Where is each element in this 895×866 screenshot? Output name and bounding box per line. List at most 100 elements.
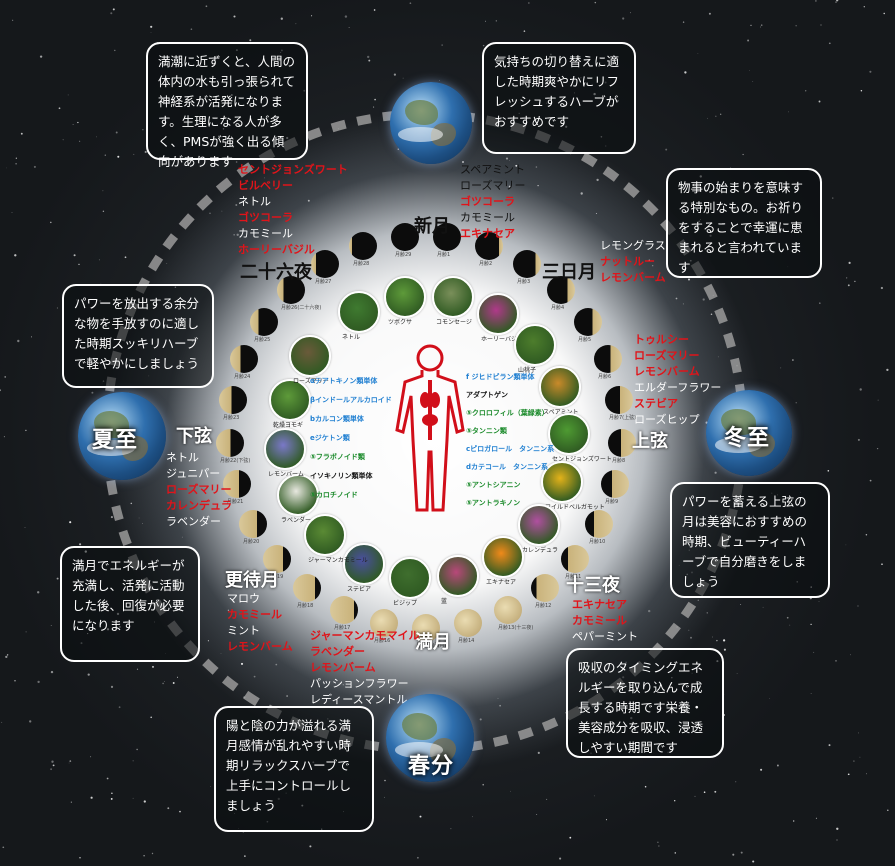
label-mikazuki: 三日月: [542, 262, 596, 283]
star: [441, 44, 443, 46]
herb-photo-label: レモンバーム: [268, 471, 304, 478]
star: [836, 0, 839, 2]
herb-list-item: ローズマリー: [634, 349, 700, 362]
star: [546, 798, 548, 800]
moon-day-label: 月齢6: [598, 374, 612, 380]
star: [172, 682, 175, 684]
star: [79, 140, 81, 142]
herb-list-item: ジャーマンカモマイル: [310, 629, 420, 642]
body-label: f ジヒドピラン類単体: [466, 373, 535, 381]
star: [594, 1, 597, 4]
star: [648, 609, 651, 613]
star: [752, 860, 755, 863]
star: [665, 148, 668, 151]
star: [110, 685, 114, 689]
star: [37, 680, 40, 684]
herb-photo: [514, 324, 556, 366]
herb-list-item: カモミール: [227, 608, 282, 621]
herb-photo-label: 蓝: [441, 598, 448, 605]
star: [417, 856, 419, 859]
earth-shunbun: [386, 694, 474, 782]
star: [264, 177, 265, 179]
moon-phase: [547, 276, 575, 304]
star: [482, 44, 485, 47]
body-label: ⑤フラボノイド類: [310, 453, 365, 461]
moon-day-label: 月齢15(満月): [416, 643, 447, 649]
moon-day-label: 月齢18: [297, 603, 314, 609]
star: [536, 814, 538, 816]
star: [847, 284, 850, 287]
star: [835, 660, 837, 662]
star: [69, 760, 72, 762]
star: [25, 631, 27, 633]
herb-photo: [437, 555, 479, 597]
star: [715, 115, 717, 117]
star: [820, 24, 822, 26]
star: [742, 153, 744, 156]
herb-list-item: トゥルシー: [634, 333, 689, 346]
star: [880, 286, 884, 290]
star: [810, 623, 812, 626]
star: [648, 259, 650, 261]
star: [857, 732, 859, 734]
star: [859, 388, 862, 391]
moon-phase: [250, 308, 278, 336]
body-label: ⑤クロロフィル（葉緑素）: [466, 409, 549, 417]
star: [749, 70, 750, 71]
star: [90, 796, 93, 799]
star: [150, 716, 153, 719]
star: [11, 212, 13, 213]
label-shingetsu: 新月: [414, 216, 450, 237]
star: [886, 368, 889, 372]
star: [52, 764, 55, 767]
star: [132, 760, 134, 762]
star: [73, 254, 76, 257]
star: [118, 706, 121, 709]
herb-list-item: エルダーフラワー: [634, 381, 722, 394]
star: [409, 2, 412, 5]
star: [90, 756, 92, 758]
star: [50, 768, 52, 771]
herbs-nijurokuya: セントジョンズワートビルベリーネトルゴツコーラカモミールホーリーバジル: [238, 162, 348, 258]
star: [17, 339, 20, 343]
star: [163, 681, 165, 682]
star: [210, 785, 211, 787]
herb-list-item: ローズマリー: [460, 179, 526, 192]
herb-list-item: エキナセア: [572, 598, 627, 611]
star: [79, 543, 82, 546]
herb-list-item: レモンバーム: [600, 271, 666, 284]
moon-day-label: 月齢13(十三夜): [498, 625, 534, 631]
herb-list-item: セントジョンズワート: [238, 163, 348, 176]
star: [658, 845, 660, 847]
star: [716, 639, 718, 642]
moon-day-label: 月齢3: [517, 279, 531, 285]
star: [236, 233, 239, 236]
star: [110, 797, 113, 800]
star: [703, 791, 706, 793]
star: [595, 213, 597, 214]
star: [419, 815, 422, 818]
star: [682, 21, 685, 23]
herb-photo-label: ラベンダー: [281, 517, 312, 524]
star: [209, 212, 211, 214]
label-toji: 冬至: [724, 426, 771, 451]
star: [786, 616, 789, 619]
herb-photo-label: ホーリーバジル: [481, 336, 523, 343]
label-mangetsu: 満月: [415, 632, 451, 653]
star: [307, 199, 310, 202]
star: [674, 852, 677, 854]
star: [865, 773, 868, 775]
herb-list-item: ネトル: [166, 451, 199, 464]
star: [39, 55, 43, 58]
star: [845, 544, 847, 546]
star: [593, 795, 595, 797]
star: [227, 609, 230, 611]
star: [348, 27, 350, 29]
star: [112, 8, 115, 11]
herb-photo-label: ワイルドベルガモット: [545, 504, 605, 511]
star: [795, 25, 797, 27]
body-label: eジケトン類: [310, 434, 350, 442]
herb-photo-label: スペアミント: [543, 409, 579, 416]
herb-list-item: レモングラス: [600, 239, 666, 252]
star: [706, 612, 708, 614]
